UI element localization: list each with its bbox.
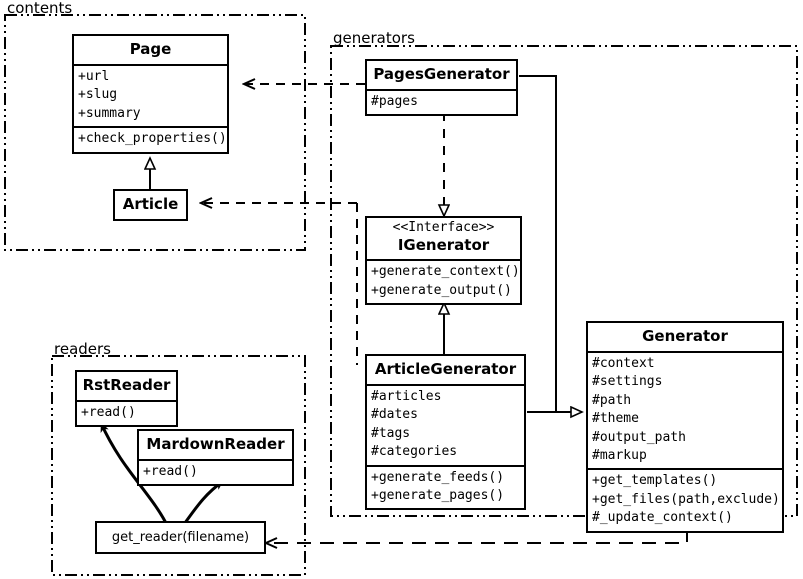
class-methods-article-generator: +generate_feeds() +generate_pages() — [367, 464, 524, 509]
attribute-item: #tags — [371, 425, 411, 441]
class-box-mardown-reader[interactable]: MardownReader +read() — [137, 429, 294, 487]
method-item: +check_properties() — [78, 131, 227, 147]
method-item: +read() — [143, 463, 198, 479]
class-attributes-page: +url +slug +summary — [74, 63, 227, 126]
attribute-item: #articles — [371, 388, 442, 404]
method-item: +generate_output() — [371, 282, 512, 298]
class-header-article-generator: ArticleGenerator — [367, 356, 524, 384]
method-item: +read() — [81, 404, 136, 420]
class-name-rst-reader: RstReader — [82, 376, 171, 394]
class-name-igenerator: IGenerator — [397, 235, 490, 254]
attribute-item: #settings — [592, 374, 663, 390]
class-box-article[interactable]: Article — [113, 189, 188, 221]
class-box-rst-reader[interactable]: RstReader +read() — [75, 370, 178, 428]
class-box-generator[interactable]: Generator #context #settings #path #them… — [586, 321, 784, 533]
attribute-item: #markup — [592, 448, 647, 464]
class-attributes-pages-generator: #pages — [367, 88, 516, 114]
method-item: +generate_pages() — [371, 488, 505, 504]
class-methods-rst-reader: +read() — [77, 399, 176, 425]
class-header-generator: Generator — [588, 323, 782, 351]
method-item: +generate_context() — [371, 264, 520, 280]
class-methods-igenerator: +generate_context() +generate_output() — [367, 259, 520, 303]
class-header-igenerator: <<Interface>> IGenerator — [367, 218, 520, 259]
attribute-item: #theme — [592, 411, 639, 427]
method-item: #_update_context() — [592, 510, 733, 526]
attribute-item: #path — [592, 392, 632, 408]
class-name-article-generator: ArticleGenerator — [374, 360, 517, 378]
class-box-article-generator[interactable]: ArticleGenerator #articles #dates #tags … — [365, 354, 526, 511]
method-item: +get_files(path,exclude) — [592, 491, 780, 507]
attribute-item: +summary — [78, 105, 141, 121]
attribute-item: #output_path — [592, 429, 686, 445]
package-label-readers: readers — [54, 340, 111, 358]
class-stereotype-igenerator: <<Interface>> — [392, 220, 495, 235]
attribute-item: #context — [592, 355, 655, 371]
attribute-item: #pages — [371, 93, 418, 109]
class-name-page: Page — [129, 40, 172, 58]
class-methods-page: +check_properties() — [74, 126, 227, 151]
attribute-item: +url — [78, 68, 110, 84]
class-name-article: Article — [122, 195, 179, 213]
attribute-item: #dates — [371, 407, 418, 423]
method-item: +generate_feeds() — [371, 469, 505, 485]
class-header-mardown-reader: MardownReader — [139, 431, 292, 459]
class-header-page: Page — [74, 36, 227, 64]
class-name-pages-generator: PagesGenerator — [373, 65, 510, 83]
class-header-pages-generator: PagesGenerator — [367, 61, 516, 89]
class-methods-mardown-reader: +read() — [139, 458, 292, 484]
class-attributes-article-generator: #articles #dates #tags #categories — [367, 383, 524, 465]
class-name-generator: Generator — [642, 327, 728, 345]
attribute-item: #categories — [371, 444, 458, 460]
package-label-generators: generators — [333, 29, 415, 47]
class-name-mardown-reader: MardownReader — [146, 435, 285, 453]
function-box-get-reader[interactable]: get_reader(filename) — [95, 521, 266, 554]
package-label-contents: contents — [7, 0, 73, 17]
class-methods-generator: +get_templates() +get_files(path,exclude… — [588, 468, 782, 530]
class-attributes-generator: #context #settings #path #theme #output_… — [588, 350, 782, 469]
class-header-article: Article — [115, 191, 186, 219]
class-box-page[interactable]: Page +url +slug +summary +check_properti… — [72, 34, 229, 154]
attribute-item: +slug — [78, 87, 118, 103]
class-header-rst-reader: RstReader — [77, 372, 176, 400]
class-box-pages-generator[interactable]: PagesGenerator #pages — [365, 59, 518, 117]
class-box-igenerator[interactable]: <<Interface>> IGenerator +generate_conte… — [365, 216, 522, 306]
method-item: +get_templates() — [592, 473, 718, 489]
function-label-get-reader: get_reader(filename) — [111, 530, 250, 545]
